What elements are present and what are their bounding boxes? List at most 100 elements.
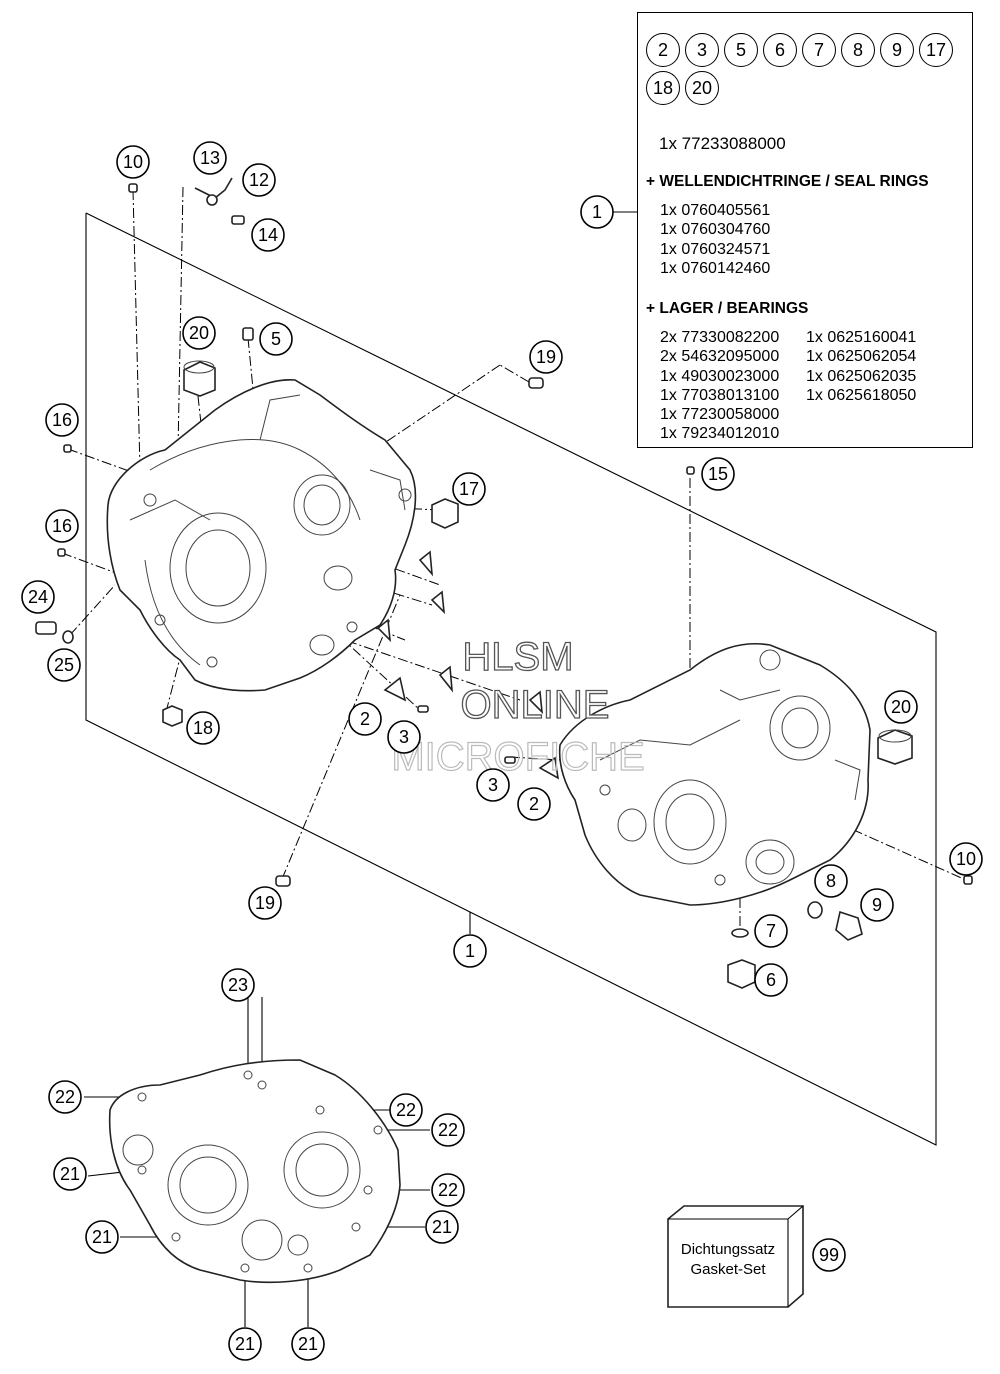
svg-text:23: 23	[228, 975, 248, 995]
callout-16a: 16	[45, 403, 79, 437]
callout-20a: 20	[182, 316, 216, 350]
svg-text:21: 21	[92, 1227, 112, 1247]
callout-25: 25	[47, 648, 81, 682]
callout-10b: 10	[949, 842, 983, 876]
gasket-set-box: Dichtungssatz Gasket-Set	[667, 1205, 804, 1308]
svg-text:17: 17	[459, 479, 479, 499]
bearing-item: 1x 0625618050	[806, 386, 917, 404]
callout-99: 99	[812, 1238, 846, 1272]
svg-text:20: 20	[891, 697, 911, 717]
callout-21d: 21	[228, 1327, 262, 1361]
svg-text:3: 3	[488, 775, 498, 795]
svg-text:19: 19	[536, 347, 556, 367]
included-callout: 18	[646, 71, 680, 105]
bearings-list-col1: 2x 77330082200 2x 54632095000 1x 4903002…	[660, 328, 779, 444]
callout-17: 17	[452, 472, 486, 506]
callout-19a: 19	[529, 340, 563, 374]
gasket-set-label-en: Gasket-Set	[690, 1261, 766, 1278]
bearing-item: 1x 0625160041	[806, 329, 917, 346]
bearing-item: 1x 0625062035	[806, 367, 917, 385]
callout-2b: 2	[517, 787, 551, 821]
svg-text:21: 21	[298, 1334, 318, 1354]
bearings-heading: + LAGER / BEARINGS	[646, 300, 809, 317]
svg-text:22: 22	[438, 1180, 458, 1200]
callout-16b: 16	[45, 509, 79, 543]
svg-text:9: 9	[872, 895, 882, 915]
seal-rings-heading: + WELLENDICHTRINGE / SEAL RINGS	[646, 173, 929, 190]
included-callout: 9	[880, 33, 914, 67]
small-parts	[35, 177, 973, 989]
callout-19b: 19	[248, 886, 282, 920]
bearing-item: 1x 49030023000	[660, 367, 780, 385]
svg-text:24: 24	[28, 587, 48, 607]
seal-ring-item: 1x 0760142460	[660, 259, 771, 277]
svg-text:10: 10	[956, 849, 976, 869]
included-callout: 7	[802, 33, 836, 67]
callout-22b: 22	[389, 1093, 423, 1127]
callout-8: 8	[814, 864, 848, 898]
seal-rings-list: 1x 0760405561 1x 0760304760 1x 076032457…	[660, 201, 770, 278]
svg-text:3: 3	[399, 727, 409, 747]
bearing-item: 2x 54632095000	[660, 348, 780, 366]
callout-9: 9	[860, 888, 894, 922]
callout-1-box: 1	[580, 195, 614, 229]
watermark-line-2: ONLINE	[461, 683, 610, 727]
callout-18: 18	[186, 711, 220, 745]
svg-text:21: 21	[235, 1334, 255, 1354]
callout-5: 5	[259, 322, 293, 356]
left-crankcase-half	[106, 379, 417, 692]
bearing-item: 2x 77330082200	[660, 329, 780, 346]
svg-text:10: 10	[123, 152, 143, 172]
svg-text:14: 14	[258, 225, 278, 245]
callout-21a: 21	[53, 1157, 87, 1191]
included-callout: 17	[919, 33, 953, 67]
svg-text:5: 5	[271, 329, 281, 349]
callout-21b: 21	[85, 1220, 119, 1254]
right-crankcase-half	[558, 642, 871, 906]
svg-text:1: 1	[465, 941, 475, 961]
watermark: HLSM ONLINE MICROFICHE	[391, 634, 646, 779]
svg-text:21: 21	[60, 1164, 80, 1184]
bearing-item: 1x 77230058000	[660, 406, 780, 424]
seal-ring-item: 1x 0760405561	[660, 202, 771, 219]
watermark-line-1: HLSM	[462, 635, 573, 679]
callout-15: 15	[701, 457, 735, 491]
kit-part-number: 1x 77233088000	[659, 134, 786, 153]
callout-14: 14	[251, 218, 285, 252]
callout-22c: 22	[431, 1113, 465, 1147]
svg-text:21: 21	[432, 1217, 452, 1237]
bearings-list-col2: 1x 0625160041 1x 0625062054 1x 062506203…	[806, 328, 916, 405]
callout-12: 12	[242, 163, 276, 197]
svg-text:7: 7	[766, 921, 776, 941]
callout-24: 24	[21, 580, 55, 614]
callout-7: 7	[754, 914, 788, 948]
svg-text:2: 2	[529, 794, 539, 814]
included-callout: 2	[646, 33, 680, 67]
svg-text:99: 99	[819, 1245, 839, 1265]
callout-21c: 21	[425, 1210, 459, 1244]
svg-text:6: 6	[766, 970, 776, 990]
included-callout: 5	[724, 33, 758, 67]
bottom-crankcase-view	[108, 1059, 401, 1284]
bearing-item: 1x 0625062054	[806, 348, 917, 366]
svg-text:12: 12	[249, 170, 269, 190]
callout-13: 13	[193, 141, 227, 175]
callout-20b: 20	[884, 690, 918, 724]
seal-ring-item: 1x 0760304760	[660, 221, 771, 239]
gasket-set-label-de: Dichtungssatz	[681, 1241, 775, 1258]
svg-text:25: 25	[54, 655, 74, 675]
included-callout: 20	[685, 71, 719, 105]
svg-text:15: 15	[708, 464, 728, 484]
svg-text:2: 2	[360, 709, 370, 729]
included-callout: 8	[841, 33, 875, 67]
included-callout: 3	[685, 33, 719, 67]
included-callouts: 2 3 5 6 7 8 9 17 18 20	[646, 33, 966, 105]
callout-22a: 22	[48, 1080, 82, 1114]
included-callout: 6	[763, 33, 797, 67]
callout-1-main: 1	[453, 934, 487, 968]
callout-3b: 3	[476, 768, 510, 802]
svg-text:18: 18	[193, 718, 213, 738]
watermark-line-3: MICROFICHE	[391, 735, 644, 779]
svg-text:8: 8	[826, 871, 836, 891]
